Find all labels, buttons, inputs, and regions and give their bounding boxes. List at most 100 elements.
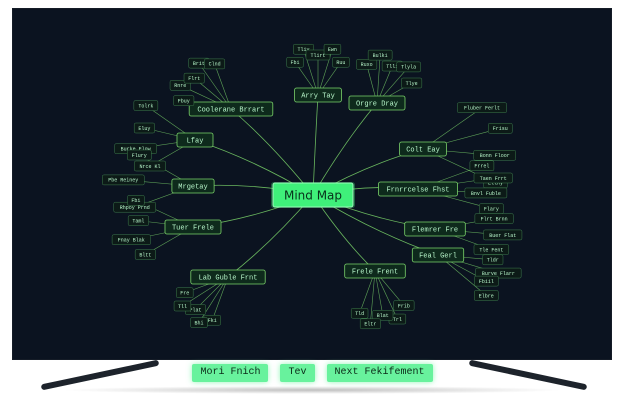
leaf-node-box[interactable] bbox=[367, 49, 393, 61]
leaf-node-box[interactable] bbox=[127, 149, 152, 161]
leaf-node-box[interactable] bbox=[173, 300, 192, 312]
leaf-node[interactable]: Tldr bbox=[482, 254, 504, 266]
leaf-node-box[interactable] bbox=[473, 244, 510, 255]
leaf-node[interactable]: Buer Flat bbox=[483, 229, 523, 241]
leaf-node[interactable]: Bltt bbox=[134, 249, 156, 260]
leaf-node[interactable]: Fnay Blak bbox=[111, 234, 151, 245]
branch-node-box[interactable] bbox=[378, 181, 458, 197]
branch-node-box[interactable] bbox=[188, 101, 274, 117]
leaf-node-box[interactable] bbox=[474, 275, 499, 287]
bottom-button-next[interactable]: Next Fekifement bbox=[326, 364, 433, 382]
branch-node-box[interactable] bbox=[404, 221, 466, 237]
leaf-node-box[interactable] bbox=[134, 249, 156, 260]
leaf-node[interactable]: Fbiil bbox=[474, 275, 499, 287]
leaf-node[interactable]: Rhpoy Prnd bbox=[113, 201, 156, 213]
leaf-node[interactable]: Flrt bbox=[183, 72, 205, 84]
leaf-node-box[interactable] bbox=[190, 317, 208, 328]
leaf-node-box[interactable] bbox=[332, 56, 350, 68]
branch-node[interactable]: Flemrer Fre bbox=[404, 221, 466, 237]
leaf-node[interactable]: Bnvl Fuble bbox=[464, 187, 508, 199]
leaf-node[interactable]: Clnd bbox=[204, 58, 226, 70]
branch-node-box[interactable] bbox=[190, 269, 266, 285]
leaf-node[interactable]: Bonn Floor bbox=[473, 150, 516, 161]
leaf-node-box[interactable] bbox=[359, 318, 381, 330]
bottom-button-tev[interactable]: Tev bbox=[280, 364, 315, 382]
central-node-box[interactable] bbox=[272, 182, 354, 208]
branch-node-box[interactable] bbox=[411, 247, 465, 263]
leaf-node-box[interactable] bbox=[474, 290, 499, 301]
leaf-node[interactable]: Flury bbox=[127, 149, 152, 161]
leaf-node-box[interactable] bbox=[286, 56, 304, 68]
branch-node[interactable]: Colt Eay bbox=[399, 141, 447, 157]
leaf-node-box[interactable] bbox=[457, 102, 507, 113]
branch-node[interactable]: Coolerane Brrart bbox=[188, 101, 274, 117]
central-node[interactable]: Mind Map bbox=[271, 182, 355, 208]
branch-node[interactable]: Tuer Frele bbox=[164, 219, 222, 235]
branch-node-box[interactable] bbox=[176, 132, 214, 148]
leaf-node[interactable]: Tll bbox=[173, 300, 192, 312]
leaf-node[interactable]: Fbi bbox=[127, 195, 145, 206]
leaf-node[interactable]: Taml bbox=[127, 215, 149, 226]
leaf-node-box[interactable] bbox=[127, 195, 145, 206]
leaf-node[interactable]: Nrce Kl bbox=[134, 160, 166, 172]
leaf-node[interactable]: Frrel bbox=[469, 160, 495, 171]
leaf-node-box[interactable] bbox=[350, 308, 369, 319]
branch-node[interactable]: Frnrrcelse Fhst bbox=[378, 181, 458, 197]
branch-node-box[interactable] bbox=[171, 178, 215, 194]
leaf-node[interactable]: Tlye bbox=[401, 77, 423, 89]
leaf-node[interactable]: Flary bbox=[479, 203, 504, 214]
leaf-node[interactable]: Eluy bbox=[133, 122, 155, 134]
leaf-node[interactable]: Fre bbox=[176, 287, 194, 298]
leaf-node-box[interactable] bbox=[469, 160, 495, 171]
branch-node[interactable]: Frele Frent bbox=[344, 263, 406, 279]
leaf-node[interactable]: Frisu bbox=[488, 123, 513, 134]
leaf-node[interactable]: Flrt Brnn bbox=[474, 213, 514, 224]
leaf-node-box[interactable] bbox=[176, 287, 194, 298]
leaf-node[interactable]: Fki bbox=[203, 314, 221, 326]
branch-node-box[interactable] bbox=[348, 95, 406, 111]
leaf-node[interactable]: Eltr bbox=[359, 318, 381, 330]
branch-node[interactable]: Mrgetay bbox=[171, 178, 215, 194]
leaf-node[interactable]: Tlyla bbox=[396, 61, 421, 73]
branch-node[interactable]: Lab Guble Frnt bbox=[190, 269, 266, 285]
branch-node[interactable]: Orgre Dray bbox=[348, 95, 406, 111]
leaf-node-box[interactable] bbox=[473, 150, 516, 161]
leaf-node[interactable]: Frib bbox=[393, 300, 415, 311]
leaf-node-box[interactable] bbox=[133, 122, 155, 134]
leaf-node-box[interactable] bbox=[102, 174, 145, 186]
branch-node[interactable]: Arry Tay bbox=[294, 87, 342, 103]
branch-node[interactable]: Feal Gerl bbox=[411, 247, 465, 263]
branch-node-box[interactable] bbox=[294, 87, 342, 103]
branch-node[interactable]: Lfay bbox=[176, 132, 214, 148]
leaf-node-box[interactable] bbox=[111, 234, 151, 245]
leaf-node-box[interactable] bbox=[133, 100, 159, 111]
leaf-node-box[interactable] bbox=[401, 77, 423, 89]
leaf-node-box[interactable] bbox=[204, 58, 226, 70]
branch-node-box[interactable] bbox=[344, 263, 406, 279]
leaf-node[interactable]: Fbi bbox=[286, 56, 304, 68]
leaf-node-box[interactable] bbox=[483, 229, 523, 241]
leaf-node[interactable]: Ruxo bbox=[356, 59, 378, 70]
leaf-node-box[interactable] bbox=[393, 300, 415, 311]
branch-node-box[interactable] bbox=[399, 141, 447, 157]
leaf-node-box[interactable] bbox=[183, 72, 205, 84]
leaf-node[interactable]: Fbuy bbox=[173, 95, 195, 106]
leaf-node-box[interactable] bbox=[356, 59, 378, 70]
leaf-node[interactable]: Tolrk bbox=[133, 100, 159, 111]
leaf-node[interactable]: Pbe Reiney bbox=[102, 174, 145, 186]
leaf-node-box[interactable] bbox=[473, 172, 513, 184]
leaf-node-box[interactable] bbox=[396, 61, 421, 73]
leaf-node[interactable]: Bulki bbox=[367, 49, 393, 61]
leaf-node-box[interactable] bbox=[482, 254, 504, 266]
leaf-node[interactable]: Tle Fent bbox=[473, 244, 510, 255]
branch-node-box[interactable] bbox=[164, 219, 222, 235]
leaf-node-box[interactable] bbox=[173, 95, 195, 106]
leaf-node[interactable]: Taen Frrt bbox=[473, 172, 513, 184]
bottom-button-more-finish[interactable]: Mori Fnich bbox=[192, 364, 269, 382]
leaf-node-box[interactable] bbox=[474, 213, 514, 224]
leaf-node[interactable]: Bhi bbox=[190, 317, 208, 328]
leaf-node[interactable]: Ewn bbox=[323, 43, 342, 55]
leaf-node[interactable]: Blat bbox=[372, 310, 394, 321]
leaf-node-box[interactable] bbox=[323, 43, 342, 55]
